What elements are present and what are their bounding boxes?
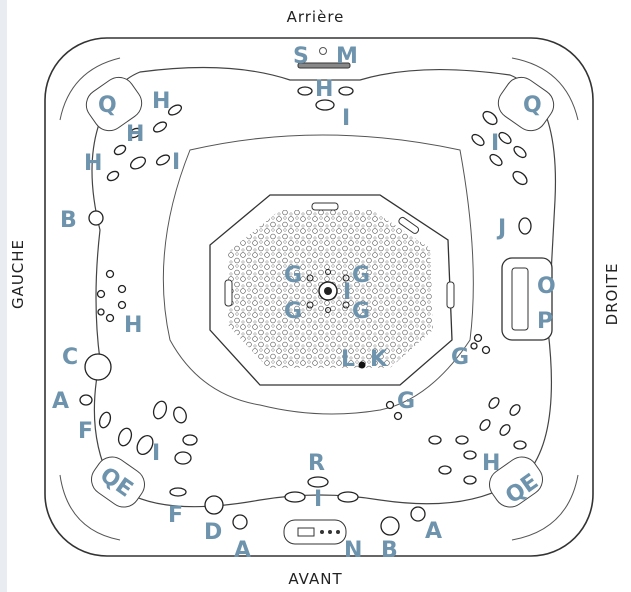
label-F-left: F: [78, 419, 93, 444]
label-B-left: B: [60, 208, 77, 233]
label-S: S: [293, 44, 309, 69]
label-H-tl2: H: [126, 122, 144, 147]
label-Q-tl: Q: [98, 93, 117, 118]
label-H-tl3: H: [84, 151, 102, 176]
label-G-br: G: [397, 389, 415, 414]
label-C: C: [62, 345, 78, 370]
label-N: N: [344, 538, 362, 563]
jets: [79, 86, 532, 536]
filter-right: [446, 281, 455, 309]
filter-left: [224, 279, 233, 307]
label-K: K: [370, 347, 388, 372]
pillow-br: [489, 456, 543, 508]
filter-top: [311, 202, 339, 211]
pillow-bl: [91, 456, 145, 508]
label-H-top: H: [315, 77, 333, 102]
center-jet-core: [324, 287, 332, 295]
label-H-tl1: H: [152, 89, 170, 114]
pillow-tl: [85, 76, 143, 132]
label-I-tr: I: [491, 131, 499, 156]
label-I-center: I: [343, 280, 351, 305]
label-P: P: [537, 309, 553, 334]
label-G-c4: G: [352, 299, 370, 324]
label-L: L: [341, 347, 355, 372]
corner-curve-bl: [59, 474, 121, 541]
pillow-tr: [497, 76, 555, 132]
label-M: M: [336, 44, 358, 69]
label-F-bottom: F: [168, 503, 183, 528]
label-I-tl: I: [172, 150, 180, 175]
labels: S M H I Q H H H I Q I B J G G I G G O P …: [52, 44, 556, 563]
label-G-c1: G: [284, 263, 302, 288]
direction-bottom-label: AVANT: [288, 570, 343, 588]
corner-curve-tr: [511, 57, 579, 121]
direction-top-label: Arrière: [286, 8, 345, 26]
label-B-bottom: B: [381, 538, 398, 563]
label-A-br: A: [425, 519, 442, 544]
drain-k: [358, 361, 366, 369]
label-G-c2: G: [352, 263, 370, 288]
label-I-top: I: [342, 106, 350, 131]
filter-tr: [398, 216, 420, 234]
label-H-br: H: [482, 451, 500, 476]
label-D: D: [204, 520, 222, 545]
label-Q-tr: Q: [523, 93, 542, 118]
label-A-bl: A: [234, 538, 251, 563]
label-A-left: A: [52, 389, 69, 414]
left-edge-strip: [0, 0, 7, 592]
label-H-left: H: [124, 313, 142, 338]
label-G-c3: G: [284, 299, 302, 324]
skimmer-inner: [511, 267, 529, 331]
light-strip: [297, 62, 351, 69]
corner-curve-tl: [59, 57, 121, 121]
label-J: J: [496, 216, 506, 241]
light-sensor: [319, 47, 327, 55]
seating-outline: [91, 66, 557, 508]
label-O: O: [537, 274, 556, 299]
label-G-right: G: [451, 345, 469, 370]
corner-curve-br: [511, 474, 579, 541]
control-panel: [283, 519, 347, 545]
label-I-bottom: I: [314, 487, 322, 512]
label-R: R: [308, 451, 325, 476]
label-I-bl: I: [152, 441, 160, 466]
